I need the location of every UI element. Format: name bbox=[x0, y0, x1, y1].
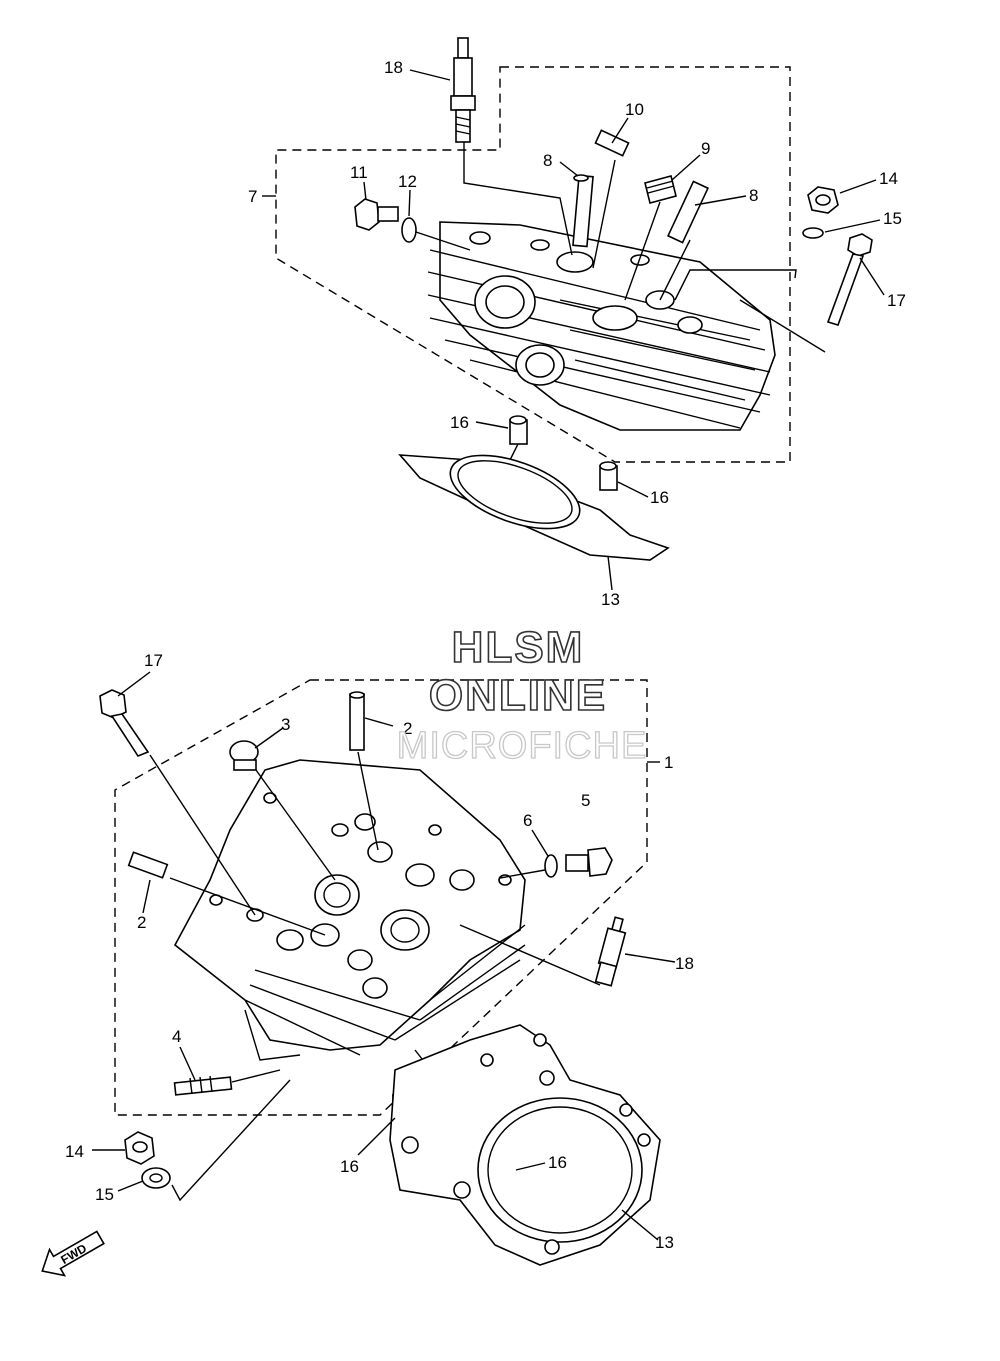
fwd-arrow-icon: FWD bbox=[41, 1230, 105, 1277]
washer-leader bbox=[171, 1079, 291, 1202]
callout-upper-dowel-a: 16 bbox=[450, 413, 469, 432]
callout-upper-guide-a: 8 bbox=[543, 151, 552, 170]
nut-leader bbox=[674, 269, 797, 301]
lower-washer-icon bbox=[544, 854, 558, 878]
lower-stud-icon bbox=[173, 1075, 233, 1096]
upper-bolt-icon bbox=[354, 198, 399, 231]
callout-upper-washer: 12 bbox=[398, 172, 417, 191]
callout-lower-spark-plug: 18 bbox=[675, 954, 694, 973]
callout-lower-dowel-b: 16 bbox=[548, 1153, 567, 1172]
watermark-line-2: ONLINE bbox=[429, 671, 607, 720]
lower-spark-plug-icon bbox=[594, 916, 627, 987]
lower-valve-guide-b-icon bbox=[127, 851, 169, 879]
upper-head-gasket-icon bbox=[398, 454, 670, 561]
callout-lower-group-head: 1 bbox=[664, 753, 673, 772]
lower-group-boundary bbox=[114, 679, 648, 1116]
callout-lower-washer: 6 bbox=[523, 811, 532, 830]
lower-valve-guide-a-icon bbox=[349, 691, 365, 751]
upper-valve-guide-b-icon bbox=[667, 180, 709, 244]
lower-long-bolt-icon bbox=[99, 689, 150, 757]
lower-callouts: 17 3 2 1 5 6 2 18 4 14 15 16 16 13 bbox=[65, 651, 694, 1252]
callout-lower-stud: 4 bbox=[172, 1027, 181, 1046]
lower-cylinder-head bbox=[173, 759, 526, 1061]
callout-lower-washer-small: 15 bbox=[95, 1185, 114, 1204]
callout-upper-washer-small: 15 bbox=[883, 209, 902, 228]
callout-upper-gasket: 13 bbox=[601, 590, 620, 609]
lower-washer-small-icon bbox=[141, 1167, 171, 1189]
lower-plug-icon bbox=[229, 740, 259, 771]
callout-lower-long-bolt: 17 bbox=[144, 651, 163, 670]
callout-lower-sub-assy: 5 bbox=[581, 791, 590, 810]
leader-lines bbox=[92, 69, 885, 1241]
upper-washer-small-icon bbox=[802, 227, 824, 239]
callout-upper-seal: 9 bbox=[701, 139, 710, 158]
upper-valve-seal-icon bbox=[644, 175, 677, 204]
upper-callouts: 18 7 10 8 9 8 11 12 14 15 17 16 16 13 bbox=[248, 58, 906, 609]
upper-long-bolt-icon bbox=[826, 233, 873, 326]
bolt-leader bbox=[739, 299, 826, 353]
upper-cylinder-head bbox=[427, 221, 776, 431]
upper-valve-guide-a-icon bbox=[572, 174, 594, 248]
callout-upper-nut: 14 bbox=[879, 169, 898, 188]
callout-lower-guide-b: 2 bbox=[137, 913, 146, 932]
callout-lower-dowel-a: 16 bbox=[340, 1157, 359, 1176]
spark-plug-leader bbox=[463, 142, 573, 256]
callout-lower-guide-a: 2 bbox=[403, 719, 412, 738]
callout-upper-spark-plug: 18 bbox=[384, 58, 403, 77]
upper-nut-icon bbox=[807, 186, 839, 214]
lower-nut-icon bbox=[124, 1131, 155, 1165]
callout-upper-group-head: 7 bbox=[248, 187, 257, 206]
upper-washer-icon bbox=[401, 217, 417, 243]
upper-group-boundary bbox=[275, 66, 791, 463]
callout-lower-plug: 3 bbox=[281, 715, 290, 734]
callout-lower-nut: 14 bbox=[65, 1142, 84, 1161]
watermark-line-1: HLSM bbox=[452, 623, 585, 672]
callout-upper-dowel-b: 16 bbox=[650, 488, 669, 507]
upper-assembly bbox=[262, 37, 873, 561]
upper-spark-plug-icon bbox=[450, 37, 476, 143]
callout-upper-bolt: 11 bbox=[350, 163, 368, 182]
callout-upper-stud: 10 bbox=[625, 100, 644, 119]
lower-assembly bbox=[99, 679, 661, 1266]
lower-head-gasket-icon bbox=[389, 1024, 661, 1266]
watermark-line-3: MICROFICHE bbox=[397, 725, 648, 767]
watermark: HLSM ONLINE MICROFICHE bbox=[396, 622, 648, 767]
callout-upper-guide-b: 8 bbox=[749, 186, 758, 205]
callout-upper-long-bolt: 17 bbox=[887, 291, 906, 310]
lower-bolt-icon bbox=[565, 847, 613, 877]
callout-lower-gasket: 13 bbox=[655, 1233, 674, 1252]
